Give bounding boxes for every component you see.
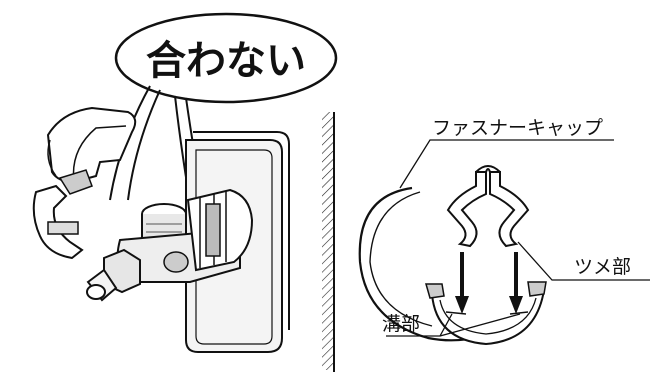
label-claw: ツメ部 [574,256,631,278]
valve-collar [186,188,254,272]
speech-bubble-text: 合わない [146,38,306,84]
insertion-arrow-left [455,252,469,314]
leader-fastener-cap [399,139,614,189]
valve-fitting [86,188,254,302]
speech-bubble: 合わない [109,12,338,201]
fastener-cap-upper [46,106,137,184]
leader-claw [517,241,650,281]
leader-groove [386,313,521,337]
wall-divider [322,112,335,372]
left-figure: 合わない [32,12,338,353]
claw-spring [446,165,530,248]
fastener-cap-lower [32,169,93,260]
label-groove: 溝部 [382,313,420,335]
insertion-arrow-right [509,252,523,314]
right-figure: ファスナーキャップ ツメ部 溝部 [358,117,650,346]
label-fastener-cap: ファスナーキャップ [432,117,603,139]
